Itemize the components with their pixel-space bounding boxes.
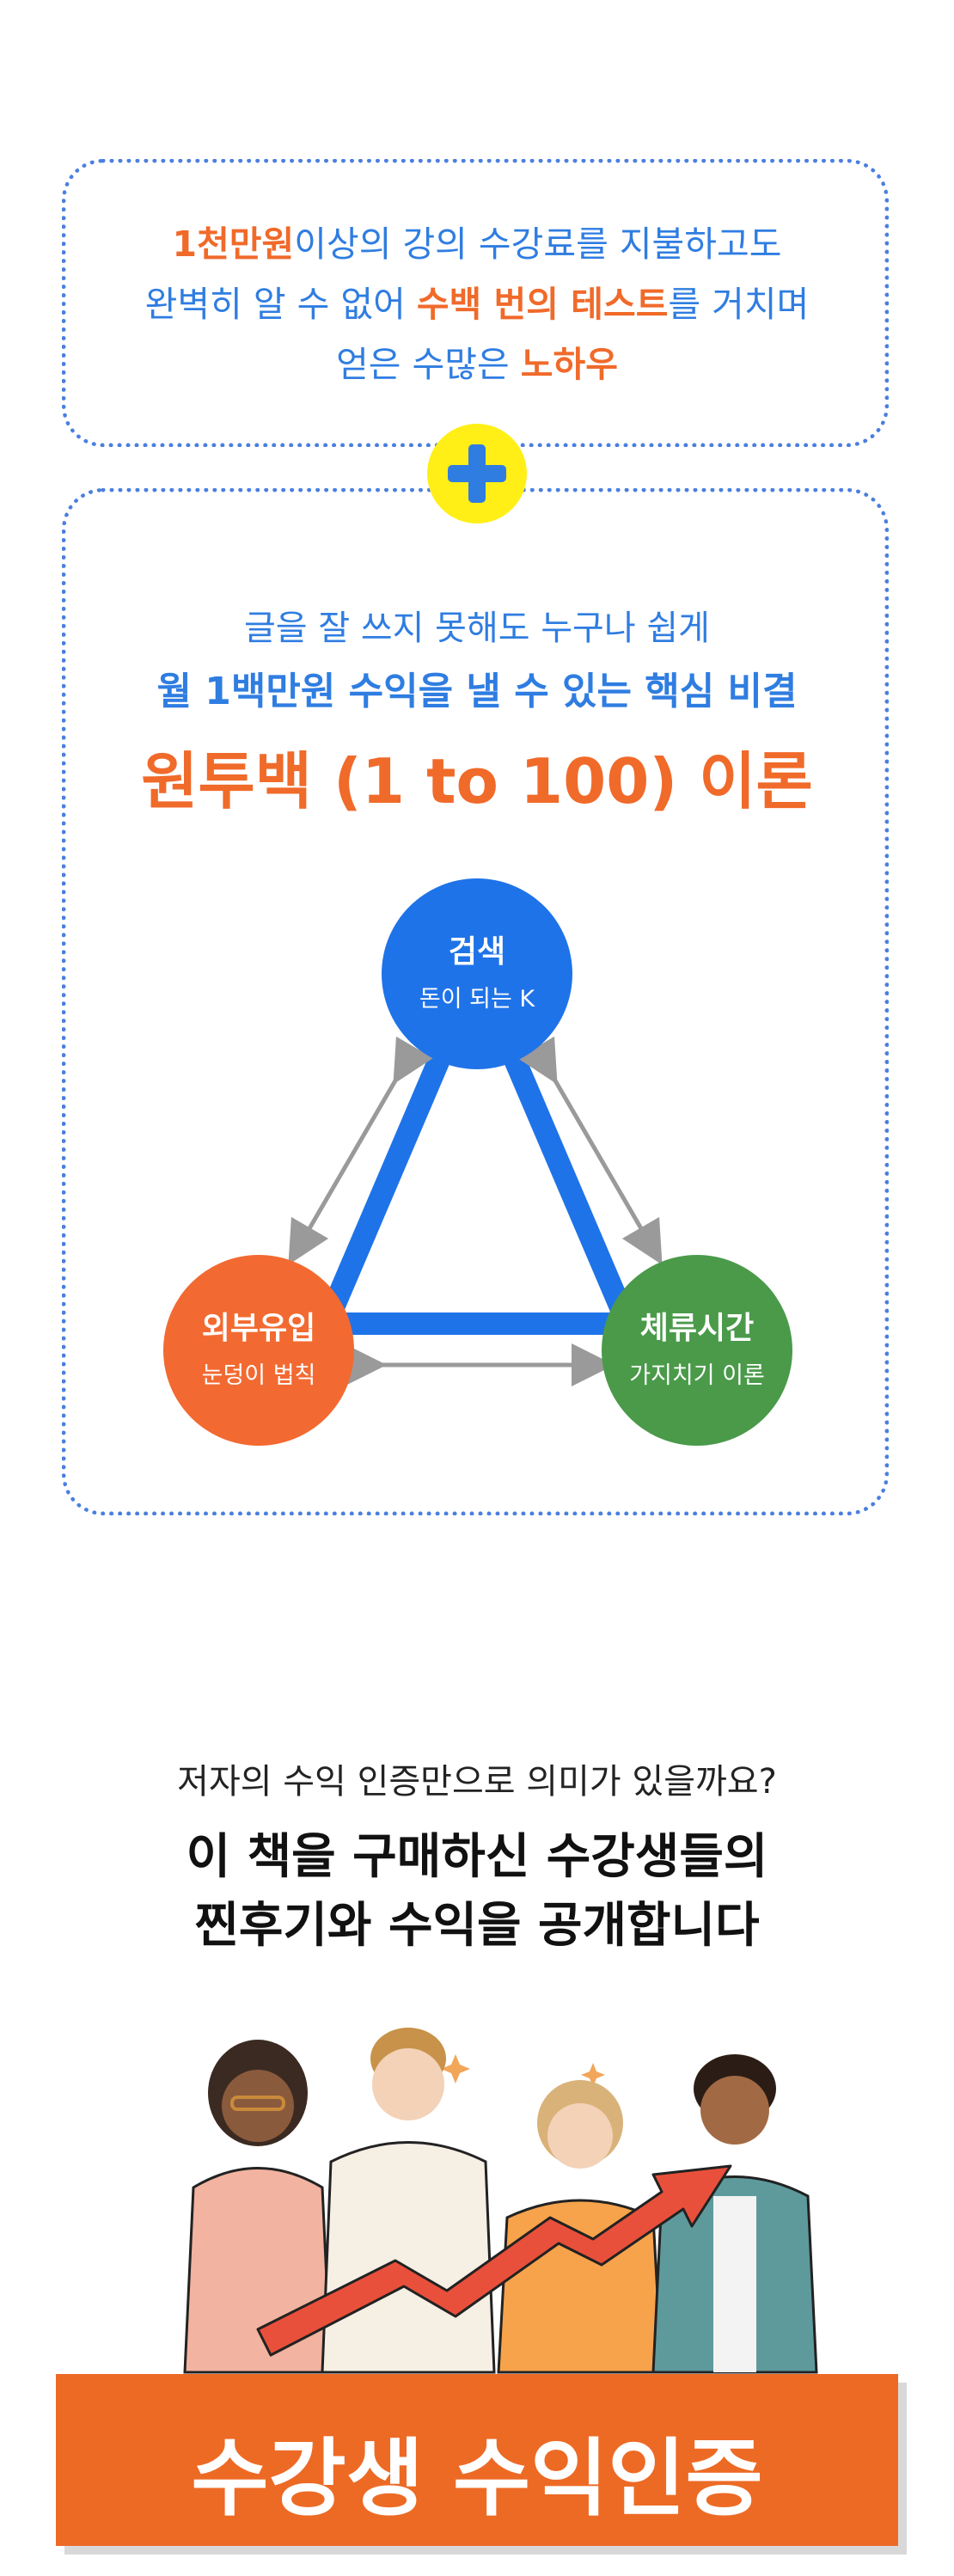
triangle-diagram — [288, 942, 663, 1386]
intro-line-2-pre: 완벽히 알 수 없어 — [144, 284, 417, 325]
growth-arrow-icon — [256, 2164, 732, 2357]
plus-icon — [427, 424, 527, 523]
intro-line-2: 완벽히 알 수 없어 수백 번의 테스트를 거치며 — [0, 275, 954, 327]
banner-label: 수강생 수익인증 — [191, 2430, 763, 2528]
intro-line-1: 1천만원이상의 강의 수강료를 지불하고도 — [0, 215, 954, 266]
node-search: 검색 돈이 되는 K — [382, 878, 572, 1069]
question-lead: 저자의 수익 인증만으로 의미가 있을까요? — [177, 1762, 777, 1802]
node-stay-title: 체류시간 — [639, 1311, 755, 1346]
theory-headline: 월 1백만원 수익을 낼 수 있는 핵심 비결 — [156, 670, 798, 713]
intro-line-2-post: 를 거치며 — [668, 284, 810, 325]
intro-line-3-pre: 얻은 수많은 — [336, 344, 521, 385]
node-search-title: 검색 — [448, 934, 506, 970]
arrow-search-inflow — [288, 1036, 434, 1265]
intro-highlight-amount: 1천만원 — [172, 223, 295, 265]
person-2 — [321, 2028, 496, 2374]
node-inflow: 외부유입 눈덩이 법칙 — [163, 1255, 354, 1446]
people-growth-illustration — [183, 2028, 818, 2374]
intro-highlight-knowhow: 노하우 — [520, 344, 618, 385]
question-headline-1: 이 책을 구매하신 수강생들의 — [186, 1829, 768, 1885]
node-search-subtitle: 돈이 되는 K — [419, 986, 535, 1013]
intro-highlight-tests: 수백 번의 테스트 — [416, 284, 669, 325]
question-headline-2: 찐후기와 수익을 공개합니다 — [194, 1898, 760, 1954]
intro-line-1-text: 이상의 강의 수강료를 지불하고도 — [294, 223, 782, 265]
arrow-search-stay — [517, 1036, 663, 1265]
node-stay-subtitle: 가지치기 이론 — [629, 1362, 765, 1389]
intro-line-3: 얻은 수많은 노하우 — [0, 335, 954, 387]
theory-title: 원투백 (1 to 100) 이론 — [141, 745, 813, 817]
student-earnings-banner[interactable]: 수강생 수익인증 — [56, 2374, 898, 2546]
theory-subtitle: 글을 잘 쓰지 못해도 누구나 쉽게 — [244, 609, 710, 648]
node-stay: 체류시간 가지치기 이론 — [602, 1255, 792, 1446]
node-inflow-subtitle: 눈덩이 법칙 — [201, 1362, 316, 1389]
person-4 — [651, 2054, 818, 2374]
node-inflow-title: 외부유입 — [201, 1311, 316, 1346]
